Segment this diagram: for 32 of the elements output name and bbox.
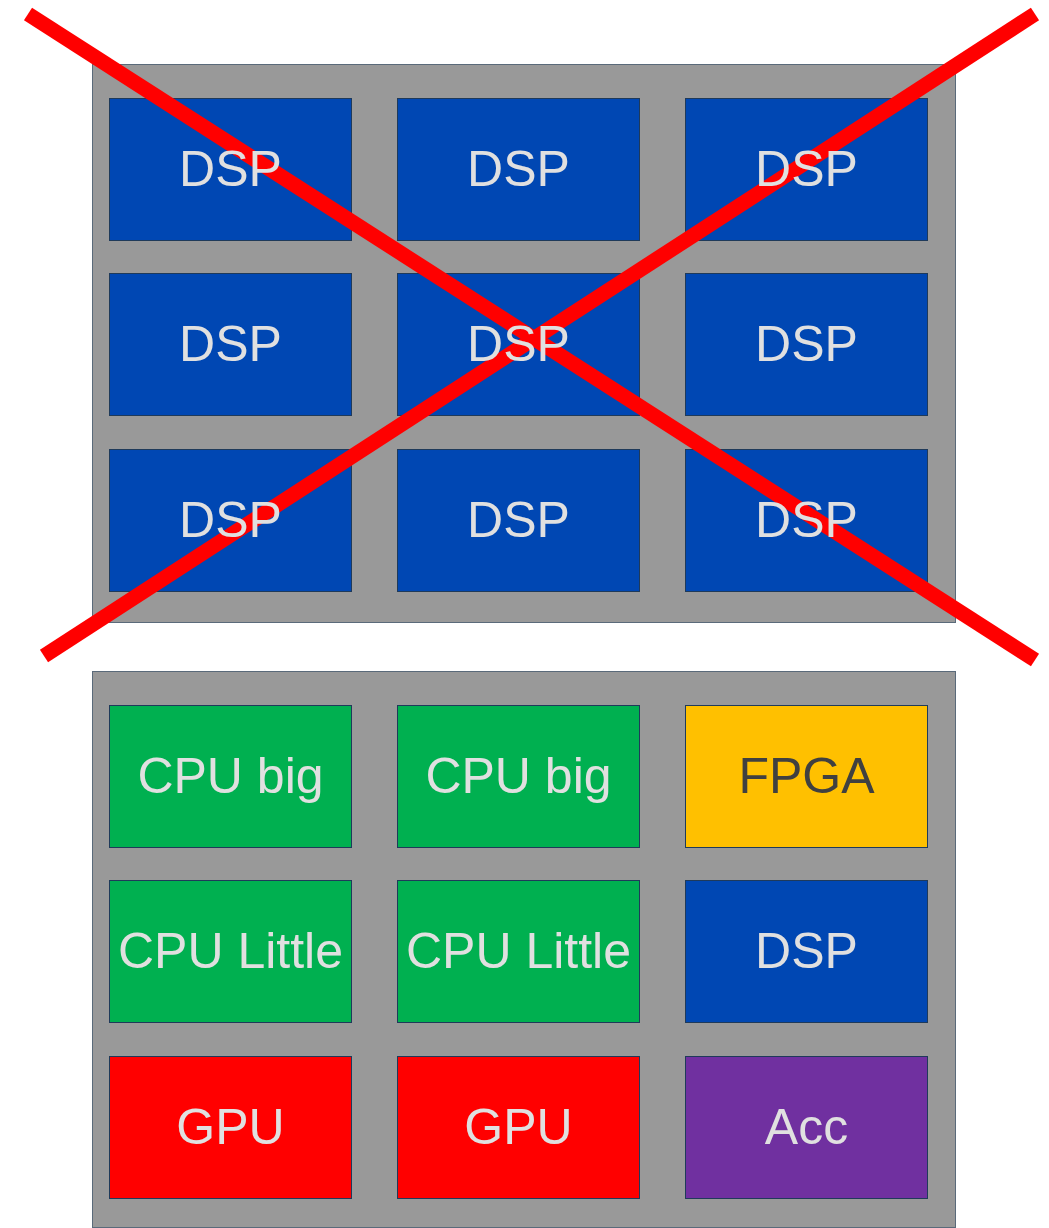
dsp-block [397,98,640,241]
cpu-block [109,705,352,848]
block-label: Acc [763,1098,850,1158]
dsp-block [685,98,928,241]
chip-panel [92,64,956,623]
block-label: CPU Little [404,922,633,982]
dsp-block [109,273,352,416]
block-label: DSP [178,315,283,375]
fpga-block [685,705,928,848]
block-label: DSP [754,315,859,375]
cpu-block [397,705,640,848]
dsp-block [685,880,928,1023]
block-label: FPGA [737,747,876,807]
dsp-block [397,449,640,592]
cpu-block [397,880,640,1023]
dsp-block [109,449,352,592]
dsp-block [109,98,352,241]
cpu-block [109,880,352,1023]
dsp-block [685,449,928,592]
chip-panel [92,671,956,1228]
block-label: CPU Little [116,922,345,982]
accelerator-block [685,1056,928,1199]
block-label: GPU [463,1098,574,1158]
block-label: DSP [466,140,571,200]
block-label: DSP [754,922,859,982]
block-label: CPU big [424,747,613,807]
gpu-block [397,1056,640,1199]
gpu-block [109,1056,352,1199]
block-label: DSP [466,491,571,551]
dsp-block [685,273,928,416]
block-label: CPU big [136,747,325,807]
block-label: GPU [175,1098,286,1158]
